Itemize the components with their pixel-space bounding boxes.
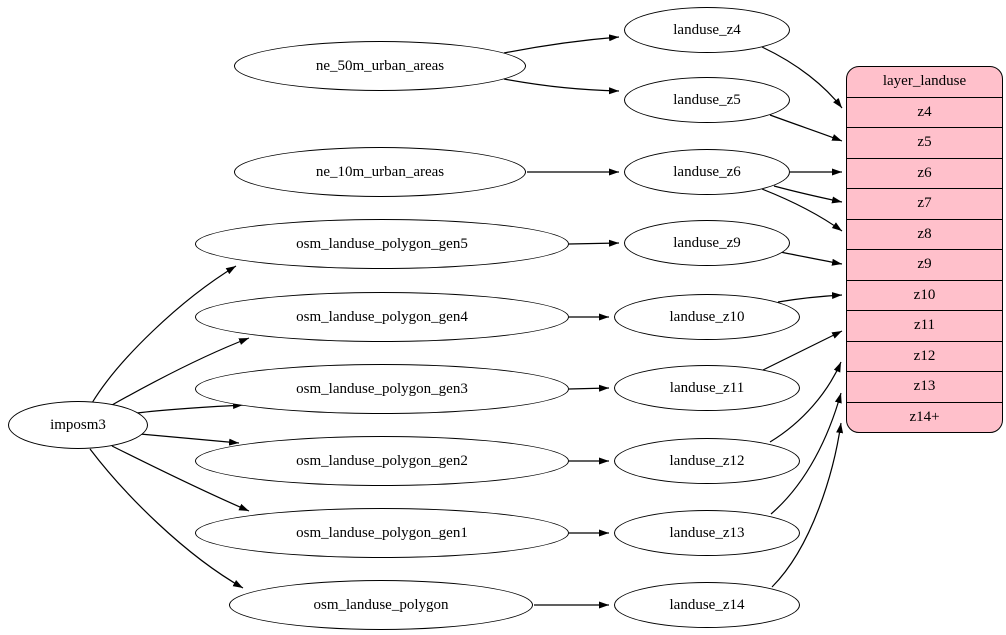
table-row-z10: z10 [847,279,1002,311]
edge-z11-row [762,330,843,371]
node-landuse-z6: landuse_z6 [624,149,790,195]
edge-imposm3-gen2 [139,433,240,446]
node-landuse-z4: landuse_z4 [624,7,790,53]
node-landuse-z5: landuse_z5 [624,77,790,123]
table-row-z7: z7 [847,188,1002,219]
node-ne-50m-urban-areas: ne_50m_urban_areas [234,41,526,91]
table-row-z14plus: z14+ [847,401,1002,433]
table-row-z12: z12 [847,340,1002,372]
edge-z10-row [777,292,843,303]
edge-gen5-z9 [568,239,620,247]
edge-z4-row [761,46,843,109]
edge-z6-row8 [761,188,843,232]
node-osm-landuse-polygon-gen5: osm_landuse_polygon_gen5 [195,219,569,269]
edge-gen3-z11 [568,384,610,392]
node-osm-landuse-polygon-gen2: osm_landuse_polygon_gen2 [195,436,569,486]
table-row-z5: z5 [847,127,1002,158]
node-landuse-z9: landuse_z9 [624,220,790,266]
node-landuse-z13: landuse_z13 [614,510,800,556]
table-row-z4: z4 [847,96,1002,128]
edge-imposm3-polygon [89,448,244,589]
node-osm-landuse-polygon-gen3: osm_landuse_polygon_gen3 [195,364,569,414]
edge-imposm3-gen4 [111,337,250,406]
node-landuse-z10: landuse_z10 [614,294,800,340]
edge-imposm3-gen5 [91,265,237,404]
node-landuse-z11: landuse_z11 [614,365,800,411]
table-layer-landuse: layer_landuse z4 z5 z6 z7 z8 z9 z10 z11 … [846,66,1003,433]
edge-z9-row [779,251,843,266]
node-osm-landuse-polygon-gen4: osm_landuse_polygon_gen4 [195,292,569,342]
edge-imposm3-gen1 [111,445,250,512]
edge-ne50m-z4 [503,34,620,54]
table-row-z11: z11 [847,310,1002,341]
node-imposm3: imposm3 [8,401,148,449]
node-ne-10m-urban-areas: ne_10m_urban_areas [234,147,526,197]
edge-ne50m-z5 [503,78,620,95]
table-row-z13: z13 [847,371,1002,402]
node-osm-landuse-polygon: osm_landuse_polygon [229,580,533,630]
node-landuse-z12: landuse_z12 [614,438,800,484]
edge-z13-row [770,392,842,515]
edge-z12-row [769,361,842,443]
edge-z6-row7 [773,185,843,204]
table-header: layer_landuse [882,73,967,90]
table-row-z6: z6 [847,157,1002,189]
edge-imposm3-gen3 [136,402,244,414]
edge-z5-row [769,114,843,142]
table-row-z8: z8 [847,218,1002,250]
table-row-z9: z9 [847,249,1002,280]
edge-z14-row [771,422,844,588]
node-osm-landuse-polygon-gen1: osm_landuse_polygon_gen1 [195,508,569,558]
node-landuse-z14: landuse_z14 [614,582,800,628]
